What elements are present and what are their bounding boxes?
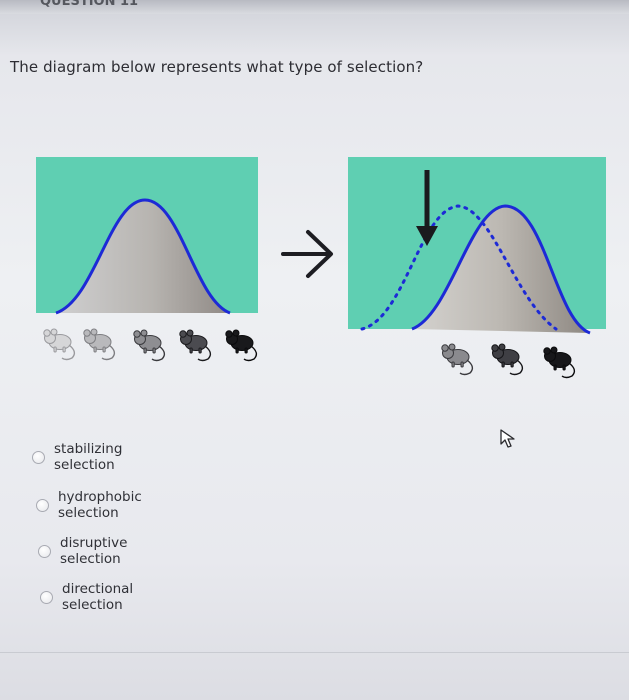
right-arrow-icon xyxy=(281,230,333,278)
option-label: stabilizing selection xyxy=(54,441,123,473)
mouse-icon xyxy=(441,343,474,376)
after-distribution-curve xyxy=(411,204,591,335)
mouse-icon xyxy=(543,346,576,379)
top-header-strip: QUESTION 11 xyxy=(0,0,629,14)
after-mice-row xyxy=(441,343,576,379)
mouse-icon xyxy=(83,328,116,361)
question-text: The diagram below represents what type o… xyxy=(10,58,424,76)
option-label: disruptive selection xyxy=(60,535,128,567)
selection-diagram xyxy=(36,157,606,379)
after-distribution-panel xyxy=(348,157,606,335)
radio-button[interactable] xyxy=(40,590,53,604)
divider xyxy=(0,652,629,653)
option-hydrophobic-selection[interactable]: hydrophobic selection xyxy=(36,489,142,521)
mouse-icon xyxy=(225,329,258,362)
radio-button[interactable] xyxy=(32,450,45,464)
original-distribution-dotted-curve xyxy=(360,204,558,331)
mouse-icon xyxy=(179,329,212,362)
option-directional-selection[interactable]: directional selection xyxy=(40,581,133,613)
mouse-icon xyxy=(133,329,166,362)
radio-button[interactable] xyxy=(36,498,49,512)
question-number: QUESTION 11 xyxy=(40,0,139,9)
before-distribution-panel xyxy=(36,157,258,315)
mouse-icon xyxy=(491,343,524,376)
before-distribution-curve xyxy=(55,198,231,315)
mouse-icon xyxy=(43,328,76,361)
mouse-pointer-icon xyxy=(500,429,515,448)
option-stabilizing-selection[interactable]: stabilizing selection xyxy=(32,441,122,473)
radio-button[interactable] xyxy=(38,544,51,558)
option-label: directional selection xyxy=(62,581,134,613)
option-label: hydrophobic selection xyxy=(58,489,142,521)
option-disruptive-selection[interactable]: disruptive selection xyxy=(38,535,127,567)
before-mice-row xyxy=(43,328,258,362)
down-arrow-icon xyxy=(416,170,438,246)
